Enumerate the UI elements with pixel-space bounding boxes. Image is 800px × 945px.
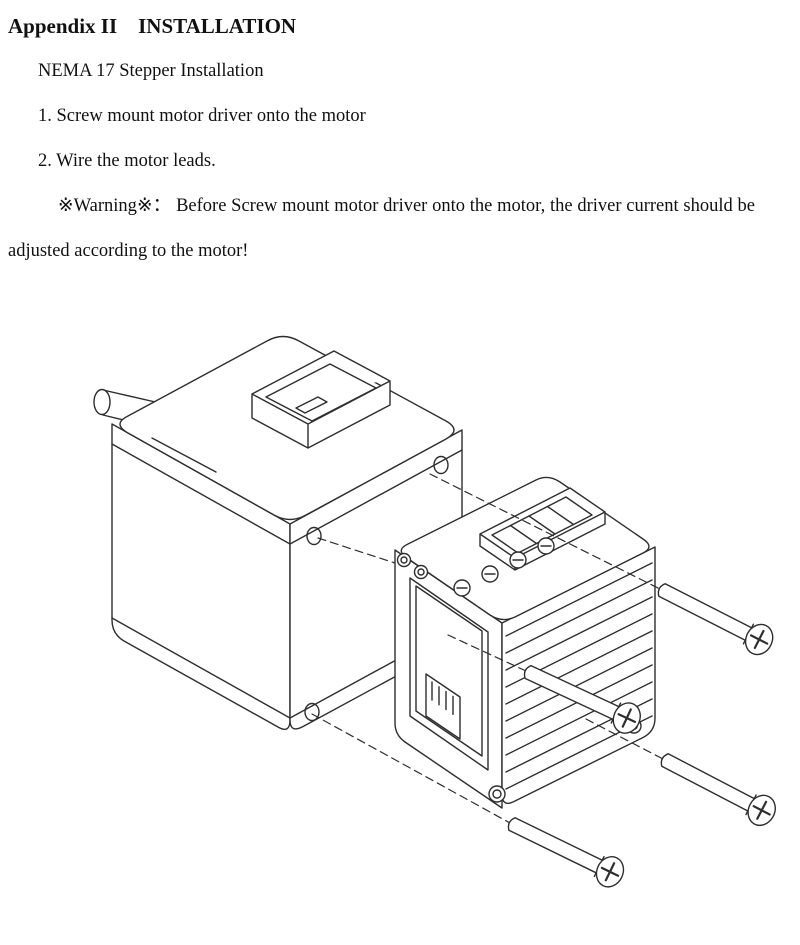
installation-figure: [0, 302, 800, 917]
text-block: Appendix II INSTALLATION NEMA 17 Stepper…: [0, 0, 800, 274]
mounting-screw-1: [651, 573, 779, 661]
step-1: 1. Screw mount motor driver onto the mot…: [38, 106, 366, 126]
page-title: Appendix II INSTALLATION: [8, 14, 297, 38]
mounting-screw-4: [501, 807, 630, 893]
mounting-screw-3: [654, 743, 782, 832]
motor-driver-drawing: [394, 476, 656, 809]
stepper-motor-drawing: [93, 335, 463, 730]
motor-connector: [251, 350, 391, 449]
motor-mounting-holes: [304, 455, 449, 722]
dip-switch-slot: [409, 577, 489, 771]
subtitle: NEMA 17 Stepper Installation: [38, 61, 264, 81]
exploded-view-drawing: [93, 335, 782, 893]
alignment-dashed-lines-rear: [311, 537, 511, 824]
alignment-dashed-lines-front: [429, 473, 664, 760]
warning-paragraph: ※Warning※： Before Screw mount motor driv…: [8, 196, 755, 261]
step-2: 2. Wire the motor leads.: [38, 151, 216, 171]
terminal-screws: [453, 537, 555, 597]
